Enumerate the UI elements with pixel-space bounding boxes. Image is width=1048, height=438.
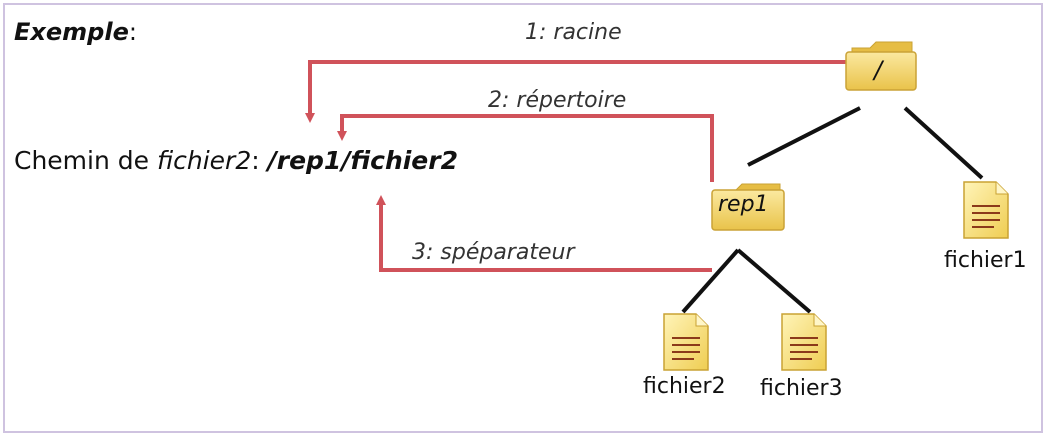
fichier3-label: fichier3	[760, 376, 843, 401]
path-value: /rep1/fichier2	[267, 146, 458, 175]
tree-edges	[681, 106, 984, 314]
fichier3-file-icon	[781, 313, 827, 371]
edge-root-rep1	[747, 106, 861, 167]
example-word: Exemple	[14, 18, 129, 46]
fichier1-file-icon	[963, 181, 1009, 239]
fichier2-label: fichier2	[643, 374, 726, 399]
arrow-repertoire	[337, 114, 714, 182]
annotation-racine: 1: racine	[525, 20, 622, 45]
rep1-folder-icon	[711, 183, 785, 231]
rep1-label: rep1	[718, 192, 769, 217]
edge-root-fichier1	[903, 106, 984, 180]
fichier2-file-icon	[663, 313, 709, 371]
edge-rep1-fichier2	[681, 248, 740, 314]
example-heading: Exemple:	[14, 18, 137, 46]
path-file-name: fichier2	[156, 146, 252, 175]
edge-rep1-fichier3	[736, 248, 812, 314]
arrow-separateur	[376, 195, 712, 272]
arrows	[305, 60, 846, 272]
annotation-repertoire: 2: répertoire	[488, 88, 627, 113]
path-colon: :	[251, 146, 268, 175]
annotation-separateur: 3: spéparateur	[412, 240, 575, 265]
root-label: /	[874, 56, 883, 84]
root-folder-icon	[845, 41, 917, 91]
fichier1-label: fichier1	[944, 248, 1027, 273]
path-prefix: Chemin de	[14, 146, 157, 175]
arrow-racine	[305, 60, 846, 123]
path-statement: Chemin de fichier2: /rep1/fichier2	[14, 146, 458, 175]
example-colon: :	[128, 18, 137, 46]
